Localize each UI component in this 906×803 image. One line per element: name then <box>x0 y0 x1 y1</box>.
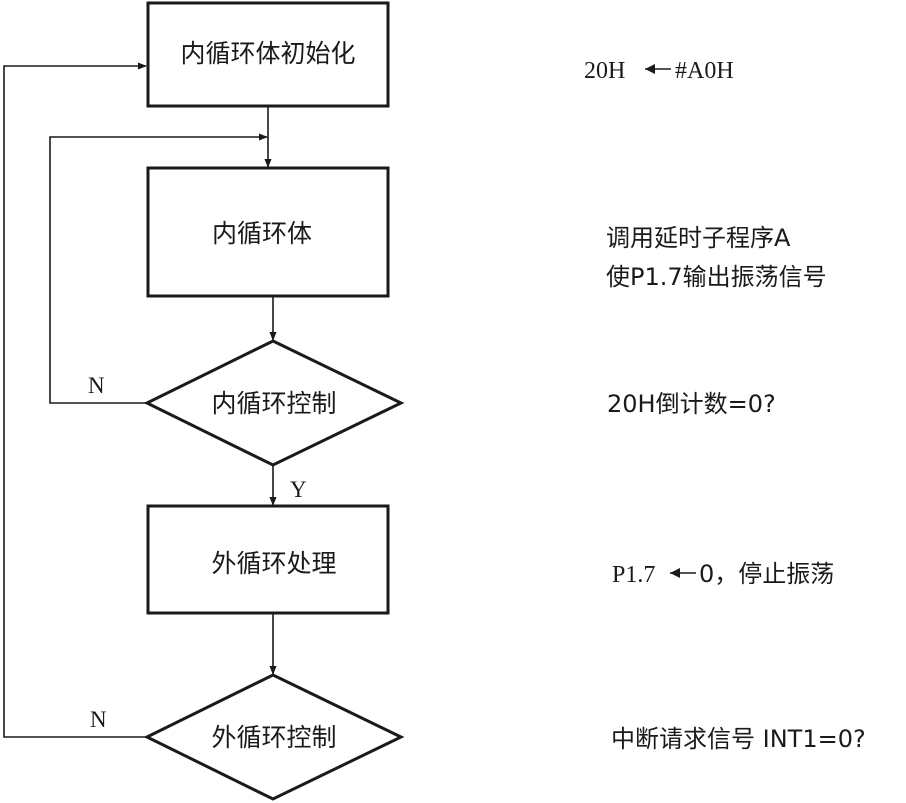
annotation-outer-control: 中断请求信号 INT1=0? <box>611 725 866 753</box>
annotation-init: 20H #A0H <box>584 58 734 84</box>
inner-control-diamond: 内循环控制 <box>143 339 405 467</box>
outer-control-label: 外循环控制 <box>211 723 336 752</box>
left-arrow-icon <box>670 568 696 578</box>
annotation-inner-control: 20H倒计数=0? <box>607 390 776 418</box>
annotation-outer-process: P1.7 0，停止振荡 <box>612 560 834 588</box>
inner-loop-back-line <box>49 133 268 404</box>
annotation-outer-process-suffix: 0，停止振荡 <box>699 560 834 588</box>
outer-loop-back-line <box>3 62 147 738</box>
annotation-outer-process-prefix: P1.7 <box>612 562 655 588</box>
annotation-body-line1: 调用延时子程序A <box>606 224 791 252</box>
inner-no-label: N <box>88 373 105 398</box>
inner-body-box: 内循环体 <box>146 166 390 298</box>
inner-control-label: 内循环控制 <box>211 389 336 418</box>
inner-yes-label: Y <box>290 477 307 502</box>
init-box-label: 内循环体初始化 <box>180 39 355 68</box>
annotation-init-suffix: #A0H <box>675 58 734 84</box>
inner-body-label: 内循环体 <box>212 219 312 248</box>
left-arrow-icon <box>645 64 671 74</box>
outer-process-box: 外循环处理 <box>146 504 390 615</box>
annotation-init-prefix: 20H <box>584 58 625 84</box>
outer-no-label: N <box>90 707 107 732</box>
outer-process-label: 外循环处理 <box>211 549 336 578</box>
annotation-body-line2: 使P1.7输出振荡信号 <box>606 263 827 291</box>
init-box: 内循环体初始化 <box>146 1 390 108</box>
outer-control-diamond: 外循环控制 <box>143 673 405 801</box>
